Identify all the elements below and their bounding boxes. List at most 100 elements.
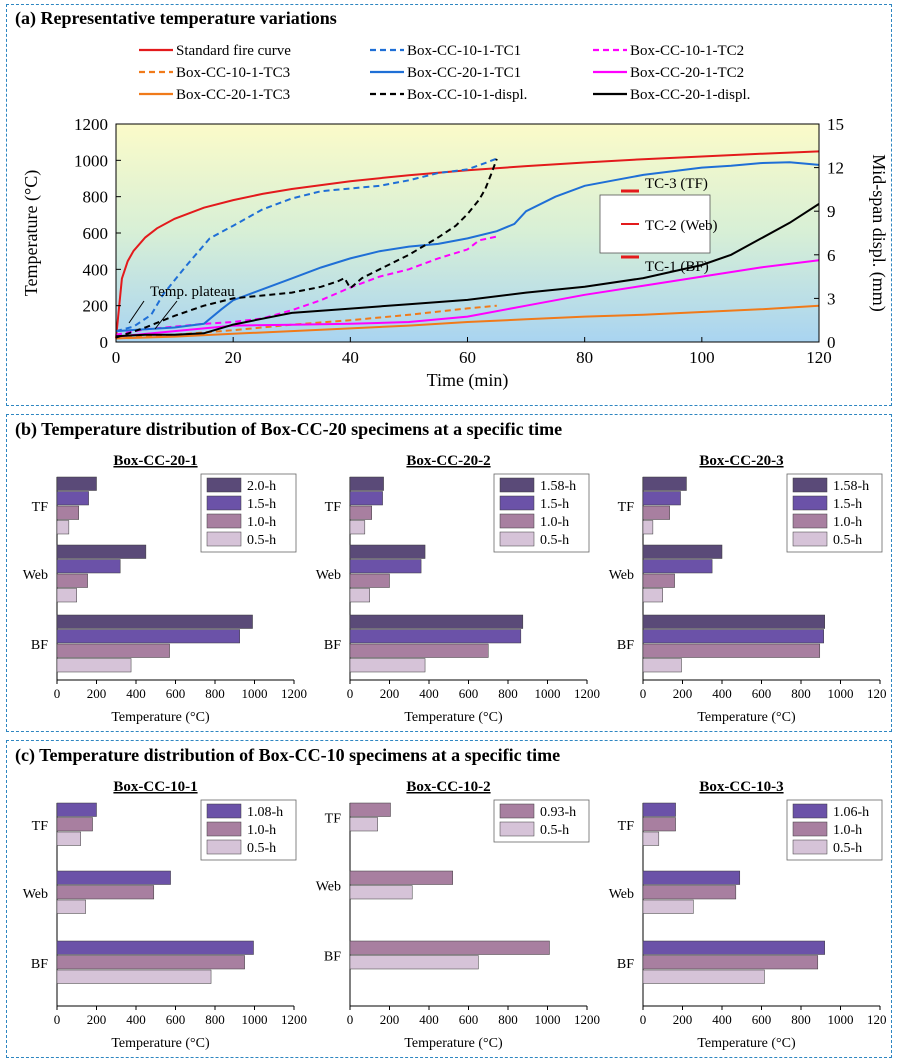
legend-label: 1.5-h <box>540 497 569 512</box>
bar <box>56 643 170 658</box>
legend-swatch <box>792 477 828 493</box>
bar <box>642 520 654 535</box>
x-tick-label: 800 <box>791 1012 811 1027</box>
legend-swatch <box>206 477 242 493</box>
x-tick-label: 0 <box>640 1012 647 1027</box>
x-tick-label: 200 <box>673 1012 693 1027</box>
series-line <box>115 304 497 340</box>
x-tick-label: 1000 <box>242 686 268 701</box>
bar <box>642 643 821 658</box>
inset-label: TC-2 (Web) <box>645 218 718 234</box>
x-tick-label: 0 <box>640 686 647 701</box>
x-tick-label: 600 <box>166 1012 186 1027</box>
x-tick-label: 1200 <box>574 686 600 701</box>
temp-plateau-annotation: Temp. plateau <box>150 284 235 300</box>
bar <box>56 588 77 603</box>
bar <box>56 573 88 588</box>
x-axis-label: Time (min) <box>427 370 509 391</box>
bar <box>642 658 682 673</box>
category-label: TF <box>325 500 342 515</box>
x-tick-label: 0 <box>347 686 354 701</box>
bar <box>349 588 370 603</box>
y2-tick-label: 15 <box>827 115 844 134</box>
series-line <box>115 158 498 339</box>
bar <box>349 614 524 629</box>
legend-swatch <box>792 839 828 855</box>
x-tick-label: 40 <box>342 348 359 367</box>
y-tick-label: 1200 <box>74 115 108 134</box>
bar <box>56 505 79 520</box>
bar <box>642 559 713 574</box>
bar <box>56 817 93 832</box>
bar <box>642 817 676 832</box>
bar <box>56 885 155 900</box>
bar <box>642 491 681 506</box>
x-tick-label: 200 <box>673 686 693 701</box>
subchart-title: Box-CC-10-3 <box>699 779 783 795</box>
x-tick-label: 800 <box>205 686 225 701</box>
x-tick-label: 800 <box>791 686 811 701</box>
bar <box>642 955 819 970</box>
legend-swatch <box>792 531 828 547</box>
x-tick-label: 1200 <box>867 1012 887 1027</box>
bar <box>349 955 479 970</box>
legend-label: Box-CC-20-1-displ. <box>630 87 750 103</box>
panel-a-title: (a) Representative temperature variation… <box>15 8 337 28</box>
bar <box>642 505 670 520</box>
bar <box>349 870 453 885</box>
legend-label: 1.58-h <box>833 479 869 494</box>
bar <box>56 476 97 491</box>
category-label: TF <box>618 500 635 515</box>
legend-swatch <box>206 839 242 855</box>
bar <box>56 520 70 535</box>
series-line <box>115 304 820 340</box>
x-tick-label: 1200 <box>281 686 307 701</box>
bar <box>56 544 147 559</box>
x-axis-label: Temperature (°C) <box>697 710 796 725</box>
bar <box>642 969 765 984</box>
x-tick-label: 400 <box>126 686 146 701</box>
bar <box>642 614 825 629</box>
panel-a: (a) Representative temperature variation… <box>6 4 892 406</box>
x-tick-label: 1000 <box>535 686 561 701</box>
bar <box>349 817 378 832</box>
bar <box>56 955 245 970</box>
y-axis-label: Temperature (°C) <box>21 170 42 296</box>
inset-label: TC-3 (TF) <box>645 176 708 192</box>
legend-swatch <box>206 803 242 819</box>
bar <box>349 476 384 491</box>
legend-label: 0.5-h <box>833 533 862 548</box>
category-label: TF <box>32 819 49 834</box>
legend-swatch <box>792 803 828 819</box>
bar <box>642 588 663 603</box>
bar <box>56 491 89 506</box>
bar <box>349 940 550 955</box>
legend-label: 0.5-h <box>540 823 569 838</box>
bar <box>56 870 171 885</box>
legend-label: Box-CC-10-1-TC1 <box>407 43 521 59</box>
subchart-title: Box-CC-20-2 <box>406 453 490 469</box>
subchart-title: Box-CC-20-3 <box>699 453 783 469</box>
y2-tick-label: 3 <box>827 289 836 308</box>
bar <box>349 544 426 559</box>
legend-swatch <box>499 803 535 819</box>
category-label: TF <box>325 812 342 827</box>
bar <box>349 505 372 520</box>
x-tick-label: 80 <box>576 348 593 367</box>
annotation-leader <box>154 300 178 330</box>
y2-tick-label: 12 <box>827 159 844 178</box>
legend-swatch <box>792 821 828 837</box>
x-axis-label: Temperature (°C) <box>111 710 210 725</box>
bar <box>349 491 383 506</box>
legend-label: 0.5-h <box>540 533 569 548</box>
x-tick-label: 1000 <box>828 1012 854 1027</box>
legend-label: 1.0-h <box>540 515 569 530</box>
bar <box>642 899 694 914</box>
legend-label: Box-CC-10-1-TC3 <box>176 65 290 81</box>
x-tick-label: 1200 <box>281 1012 307 1027</box>
y2-tick-label: 6 <box>827 246 836 265</box>
x-tick-label: 1000 <box>828 686 854 701</box>
legend-swatch <box>499 495 535 511</box>
bar <box>56 969 212 984</box>
